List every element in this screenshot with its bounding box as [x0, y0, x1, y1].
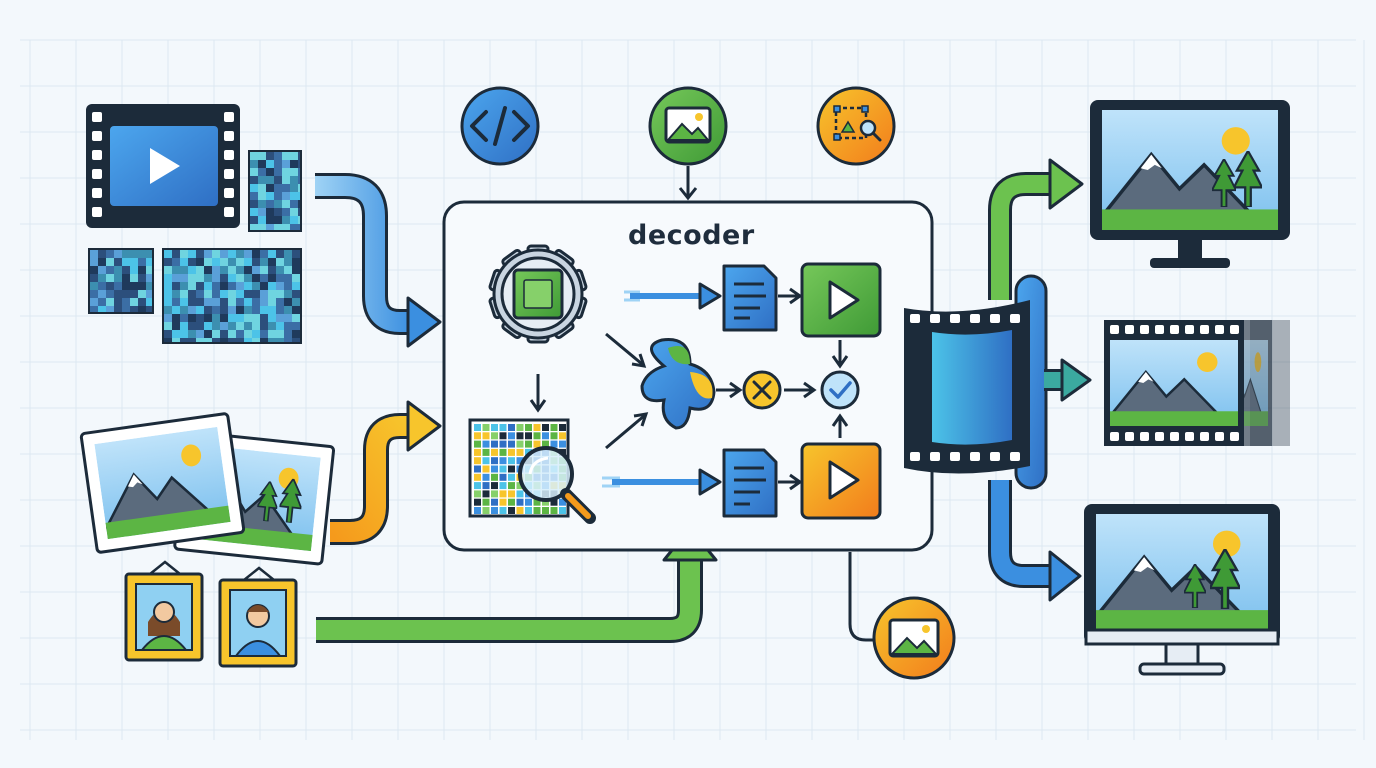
check-icon: [820, 370, 860, 410]
image-icon: [648, 86, 728, 201]
output-arrow-teal: [1044, 358, 1092, 402]
object-detect-icon: [816, 86, 896, 166]
monitor-landscape-icon: [1090, 100, 1290, 268]
output-arrow-green: [988, 158, 1084, 300]
document-icon: [722, 264, 778, 332]
decoder-label: decoder: [628, 220, 755, 251]
filmstrip-frames-icon: [1104, 320, 1290, 446]
input-arrow-blue: [315, 173, 442, 348]
video-frame-icon: [86, 104, 240, 228]
document-icon: [722, 448, 778, 518]
code-icon: [460, 86, 540, 166]
portrait-man-icon: [218, 566, 298, 668]
portrait-woman-icon: [124, 560, 204, 662]
film-roll-icon: [904, 274, 1048, 490]
internal-arrows: [529, 282, 849, 496]
play-icon: [800, 442, 882, 520]
monitor-landscape-icon: [1084, 504, 1280, 676]
pixel-noise-icon: [88, 150, 302, 344]
output-arrow-blue: [988, 480, 1082, 602]
input-arrow-yellow: [330, 400, 442, 545]
play-icon: [800, 262, 882, 338]
image-icon: [848, 552, 956, 680]
chip-gear-icon: [488, 244, 588, 344]
landscape-photo-icon: [79, 412, 336, 566]
pixel-grid-magnifier-icon: [468, 418, 596, 524]
error-icon: [742, 370, 782, 410]
merge-blob-icon: [640, 338, 716, 430]
